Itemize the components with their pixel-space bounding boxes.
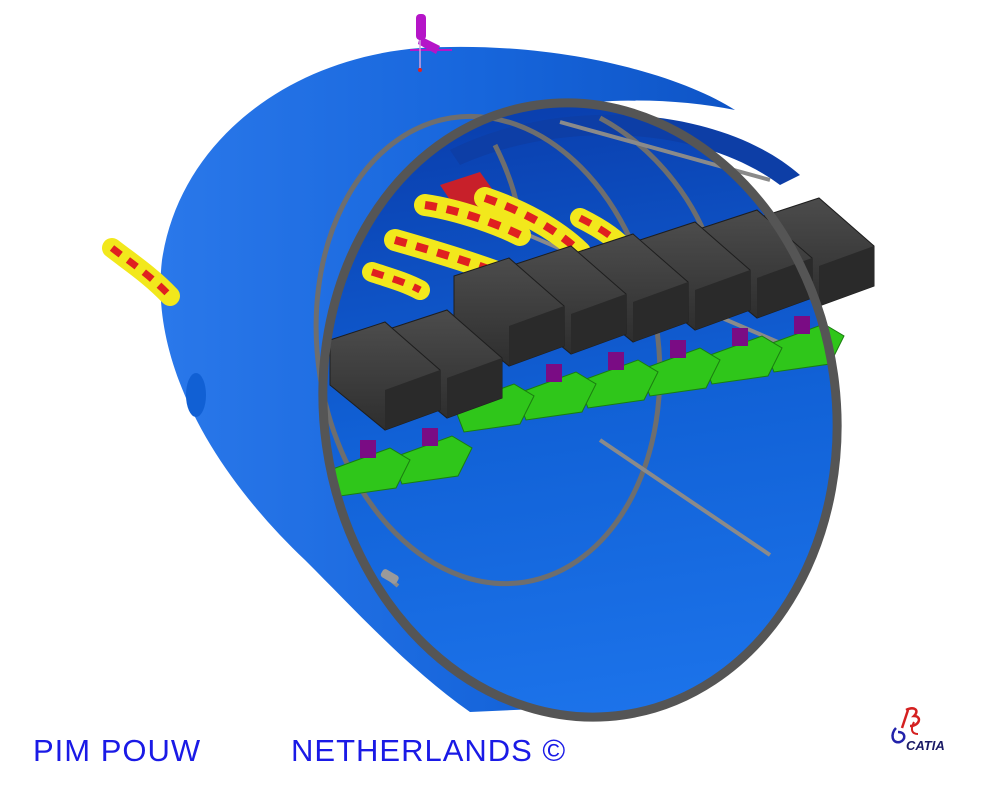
equipment-unit — [453, 257, 565, 433]
catia-wordmark: CATIA — [906, 738, 945, 753]
hose-2 — [474, 187, 591, 263]
country-copyright: NETHERLANDS © — [291, 733, 567, 768]
author-credit: PIM POUW — [33, 733, 202, 768]
hose-5 — [362, 262, 430, 300]
fuselage-shell — [160, 46, 735, 713]
barrel-rim — [318, 98, 842, 722]
small-bracket — [380, 569, 399, 584]
catia-3ds-logo-icon — [891, 707, 921, 744]
interior-hoses — [362, 187, 642, 300]
equipment-unit — [329, 321, 441, 497]
top-fitting — [410, 14, 452, 72]
external-hose — [102, 238, 180, 306]
hose-1 — [414, 194, 531, 246]
equipment-rack — [329, 197, 875, 497]
